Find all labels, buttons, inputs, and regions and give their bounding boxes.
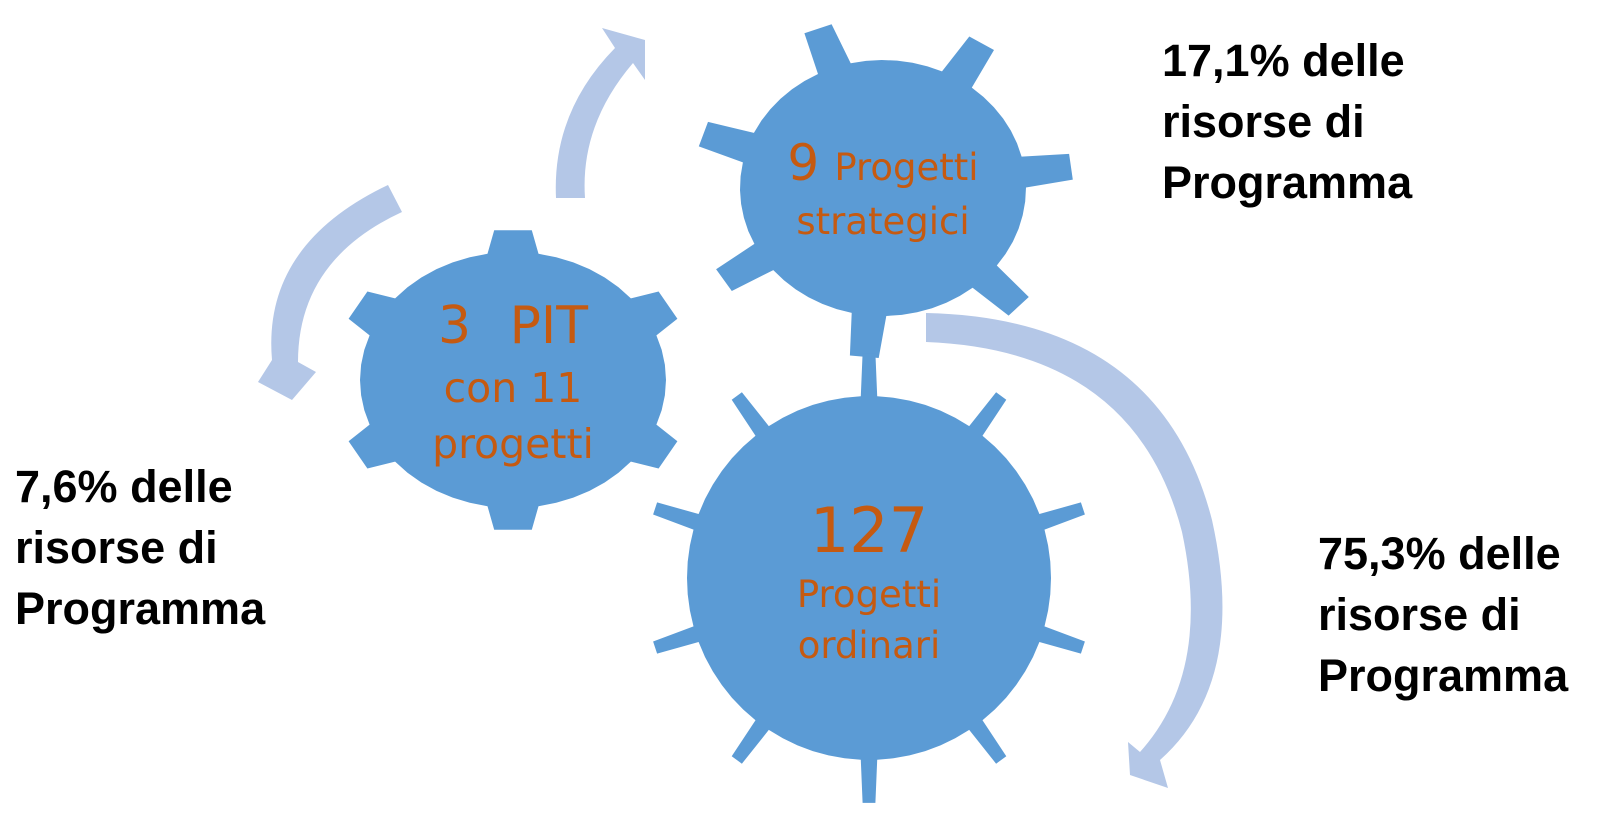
pit-gear-heading: 3 PIT [438, 296, 588, 356]
strategic-label: Progetti [834, 146, 978, 189]
pit-projects-word: progetti [432, 420, 594, 468]
strategic-share-resources: risorse di [1162, 96, 1365, 147]
ordinary-type: ordinari [798, 624, 941, 667]
pit-share-programme: Programma [15, 583, 266, 634]
strategic-share-programme: Programma [1162, 157, 1413, 208]
strategic-share-percent: 17,1% delle [1162, 35, 1405, 86]
strategic-count: 9 [787, 134, 819, 192]
ordinary-label: Progetti [797, 573, 941, 616]
arrow-strategic-to-ordinary [926, 313, 1223, 788]
pit-count: 3 [438, 296, 471, 356]
pit-label: PIT [510, 296, 589, 356]
gear-ordinary [653, 353, 1085, 803]
strategic-type: strategici [796, 200, 969, 243]
ordinary-share-programme: Programma [1318, 650, 1569, 701]
ordinary-count: 127 [810, 494, 928, 567]
gear-pit [348, 230, 678, 530]
pit-share-resources: risorse di [15, 522, 218, 573]
ordinary-share-resources: risorse di [1318, 589, 1521, 640]
arrow-pit-to-strategic [555, 28, 645, 198]
pit-share-caption: 7,6% delle risorse di Programma [15, 456, 265, 639]
ordinary-share-percent: 75,3% delle [1318, 528, 1561, 579]
pit-share-percent: 7,6% delle [15, 461, 233, 512]
gear-strategic [698, 24, 1073, 359]
strategic-gear-heading: 9 Progetti [787, 134, 978, 192]
ordinary-share-caption: 75,3% delle risorse di Programma [1318, 523, 1568, 706]
strategic-share-caption: 17,1% delle risorse di Programma [1162, 30, 1412, 213]
arrow-top-to-pit [258, 185, 402, 400]
pit-projects-line: con 11 [444, 364, 583, 412]
